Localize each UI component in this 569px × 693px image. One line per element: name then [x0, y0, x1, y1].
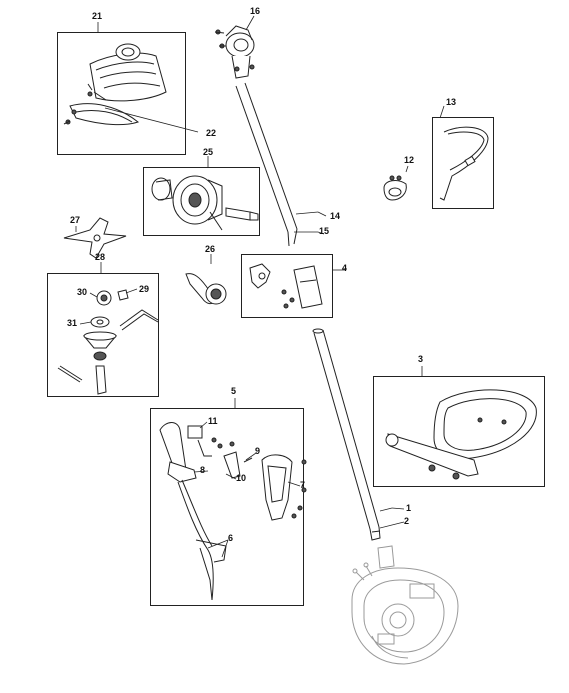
part-number-4: 4	[342, 263, 348, 273]
shoulder-strap	[439, 126, 489, 201]
coupler-parts	[249, 263, 323, 309]
blade-kit-parts	[57, 289, 159, 395]
part-number-13: 13	[446, 97, 457, 107]
group-box-coupler	[241, 254, 333, 318]
engine-outline	[351, 545, 459, 665]
part-number-2: 2	[404, 516, 410, 526]
group-box-shoulder-strap	[432, 117, 494, 209]
part-number-29: 29	[139, 284, 150, 294]
part-number-16: 16	[250, 6, 261, 16]
handle-assembly	[159, 422, 307, 601]
part-number-31: 31	[67, 318, 78, 328]
part-number-30: 30	[77, 287, 88, 297]
part-number-26: 26	[205, 244, 216, 254]
wrench	[185, 273, 227, 305]
group-box-guard	[57, 32, 186, 155]
group-box-harness	[373, 376, 545, 487]
part-number-1: 1	[406, 503, 412, 513]
clamp	[383, 175, 407, 201]
blade	[63, 217, 127, 259]
group-box-handle	[150, 408, 304, 606]
part-number-22: 22	[206, 128, 217, 138]
leader-lines	[75, 15, 445, 558]
part-number-7: 7	[300, 480, 306, 490]
guard-assembly	[63, 43, 167, 126]
trimmer-head-assembly	[151, 175, 259, 231]
gear-head	[214, 25, 255, 79]
part-number-8: 8	[200, 465, 206, 475]
part-number-21: 21	[92, 11, 103, 21]
part-number-5: 5	[231, 386, 237, 396]
part-number-6: 6	[228, 533, 234, 543]
upper-shaft	[235, 82, 298, 247]
group-box-blade-kit	[47, 273, 159, 397]
part-number-25: 25	[203, 147, 214, 157]
part-number-11: 11	[208, 416, 218, 426]
part-number-15: 15	[319, 226, 330, 236]
part-number-12: 12	[404, 155, 415, 165]
part-number-27: 27	[70, 215, 81, 225]
part-number-3: 3	[418, 354, 424, 364]
harness	[385, 389, 537, 480]
part-number-9: 9	[255, 446, 261, 456]
part-number-10: 10	[236, 473, 247, 483]
lower-shaft	[312, 328, 381, 541]
part-number-28: 28	[95, 252, 106, 262]
group-box-trimmer-head	[143, 167, 260, 236]
part-number-14: 14	[330, 211, 341, 221]
